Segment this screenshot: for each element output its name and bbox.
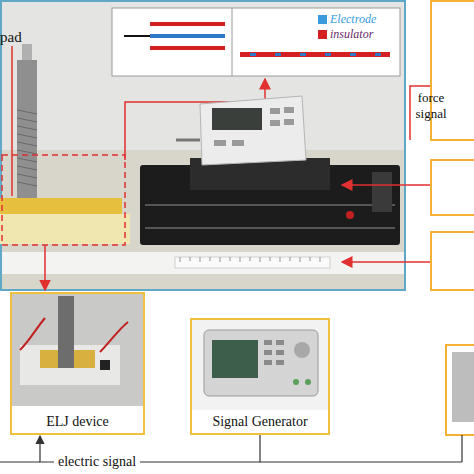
generator-buttons [264, 340, 284, 365]
legend-text: insulator [330, 27, 373, 41]
electrode-dots [250, 53, 381, 56]
stage-rail [145, 204, 395, 206]
ruler-ticks [180, 257, 320, 262]
signal-bus [260, 461, 462, 462]
cropped-photo [452, 352, 474, 422]
threaded-rod [17, 60, 37, 205]
elj-photo-wire [20, 318, 45, 350]
legend-swatch [318, 15, 327, 24]
generator-port [293, 379, 299, 385]
gauge-buttons [214, 107, 294, 146]
insulator-layer [150, 46, 225, 50]
box-caption: ELJ device [12, 414, 143, 430]
inset-divider [232, 8, 233, 76]
zoom-region [2, 155, 125, 245]
generator-photo [192, 320, 328, 410]
elj-photo-wire [100, 322, 128, 352]
rail [2, 252, 404, 274]
legend-text: Electrode [330, 12, 376, 26]
device-photo-box: ELJ device [10, 292, 145, 435]
legend-item: insulator [318, 27, 373, 41]
cropped-box [431, 160, 474, 215]
legend-swatch [318, 30, 327, 39]
film-strip [240, 52, 390, 57]
legend-item: Electrode [318, 12, 376, 26]
stage-knob [346, 211, 354, 219]
rod-top [22, 44, 32, 62]
rod-threads [17, 110, 37, 186]
elj-photo [12, 294, 143, 406]
pointer-line [11, 46, 13, 196]
gauge-display [212, 108, 262, 130]
elj-photo-clip [100, 360, 110, 370]
cropped-box [431, 232, 474, 290]
inset-panel [112, 8, 400, 76]
generator-body [204, 330, 318, 396]
elj-photo-rod [58, 296, 74, 368]
generator-screen [212, 340, 258, 378]
device-leader [44, 245, 46, 290]
signal-bus [0, 461, 40, 462]
photo-frame [1, 1, 405, 290]
signal-bus [461, 435, 462, 462]
electrode-layer [150, 34, 225, 38]
gauge-probe [176, 139, 200, 142]
insulator-layer [150, 22, 225, 26]
generator-knob [294, 342, 310, 358]
cropped-box [446, 345, 474, 435]
stage-rail [145, 227, 395, 229]
connector-label: electric signal [54, 453, 140, 470]
signal-line [342, 184, 430, 186]
elj-plate [0, 198, 122, 214]
box-caption: Signal Generator [192, 414, 328, 430]
part-name: pad [0, 28, 40, 46]
signal-line [342, 261, 430, 263]
ruler [175, 257, 330, 268]
base-block [0, 214, 130, 244]
signal-name: force signal [406, 90, 456, 121]
force-gauge [200, 96, 306, 165]
generator-port [305, 379, 311, 385]
instrument-photo-box: Signal Generator [190, 318, 330, 435]
stage-motor [372, 172, 392, 212]
